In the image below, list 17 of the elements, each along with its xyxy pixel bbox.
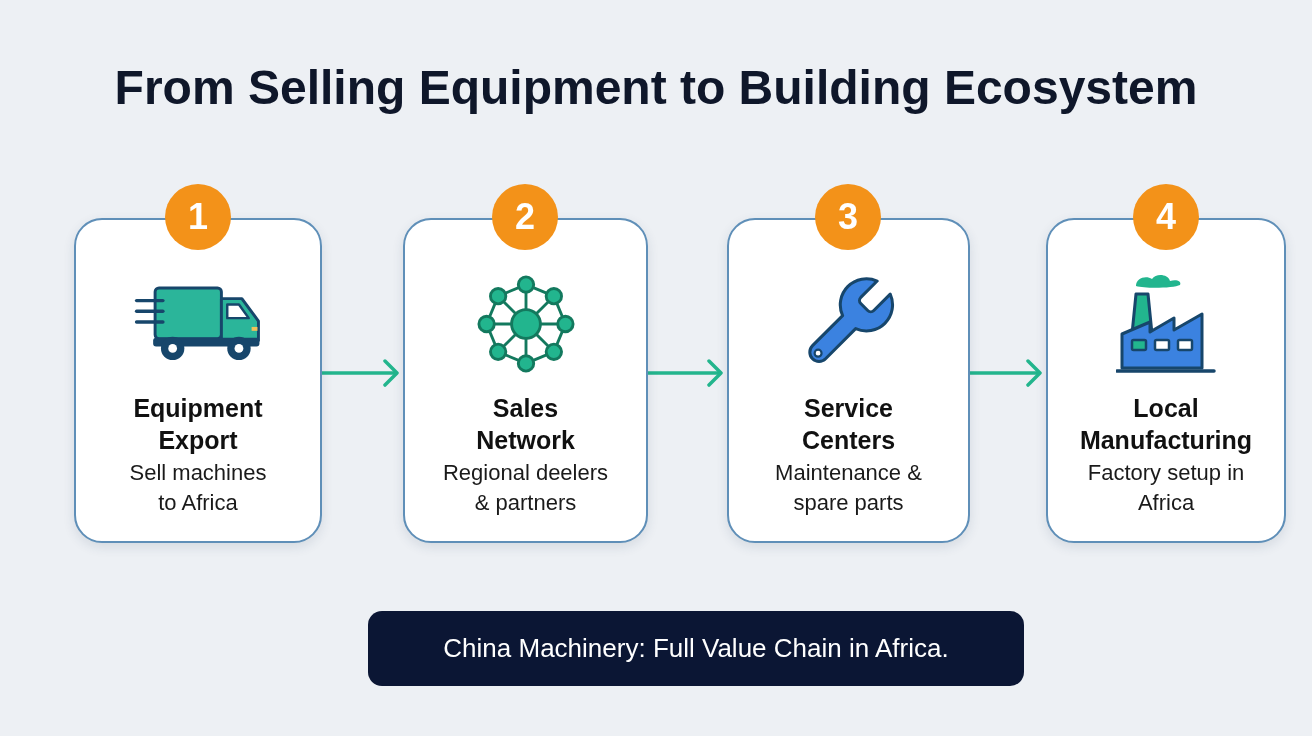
arrow: [648, 359, 723, 387]
step-heading: Local Manufacturing: [1079, 393, 1253, 456]
step-heading: Equipment Export: [133, 393, 263, 456]
title: From Selling Equipment to Building Ecosystem: [113, 60, 1199, 116]
step-heading: Service Centers: [801, 393, 896, 456]
step-description: Sell machines to Africa: [128, 459, 268, 517]
step-heading: Sales Network: [476, 393, 575, 456]
step-description: Factory setup in Africa: [1086, 459, 1246, 517]
arrow: [970, 359, 1042, 387]
step-number: 3: [815, 184, 881, 250]
step-number: 4: [1133, 184, 1199, 250]
summary-banner: China Machinery: Full Value Chain in Africa.: [368, 611, 1024, 686]
step-number: 2: [492, 184, 558, 250]
step-number: 1: [165, 184, 231, 250]
step-description: Maintenance & spare parts: [774, 459, 923, 517]
step-description: Regional deelers & partners: [441, 459, 610, 517]
arrow: [322, 359, 399, 387]
